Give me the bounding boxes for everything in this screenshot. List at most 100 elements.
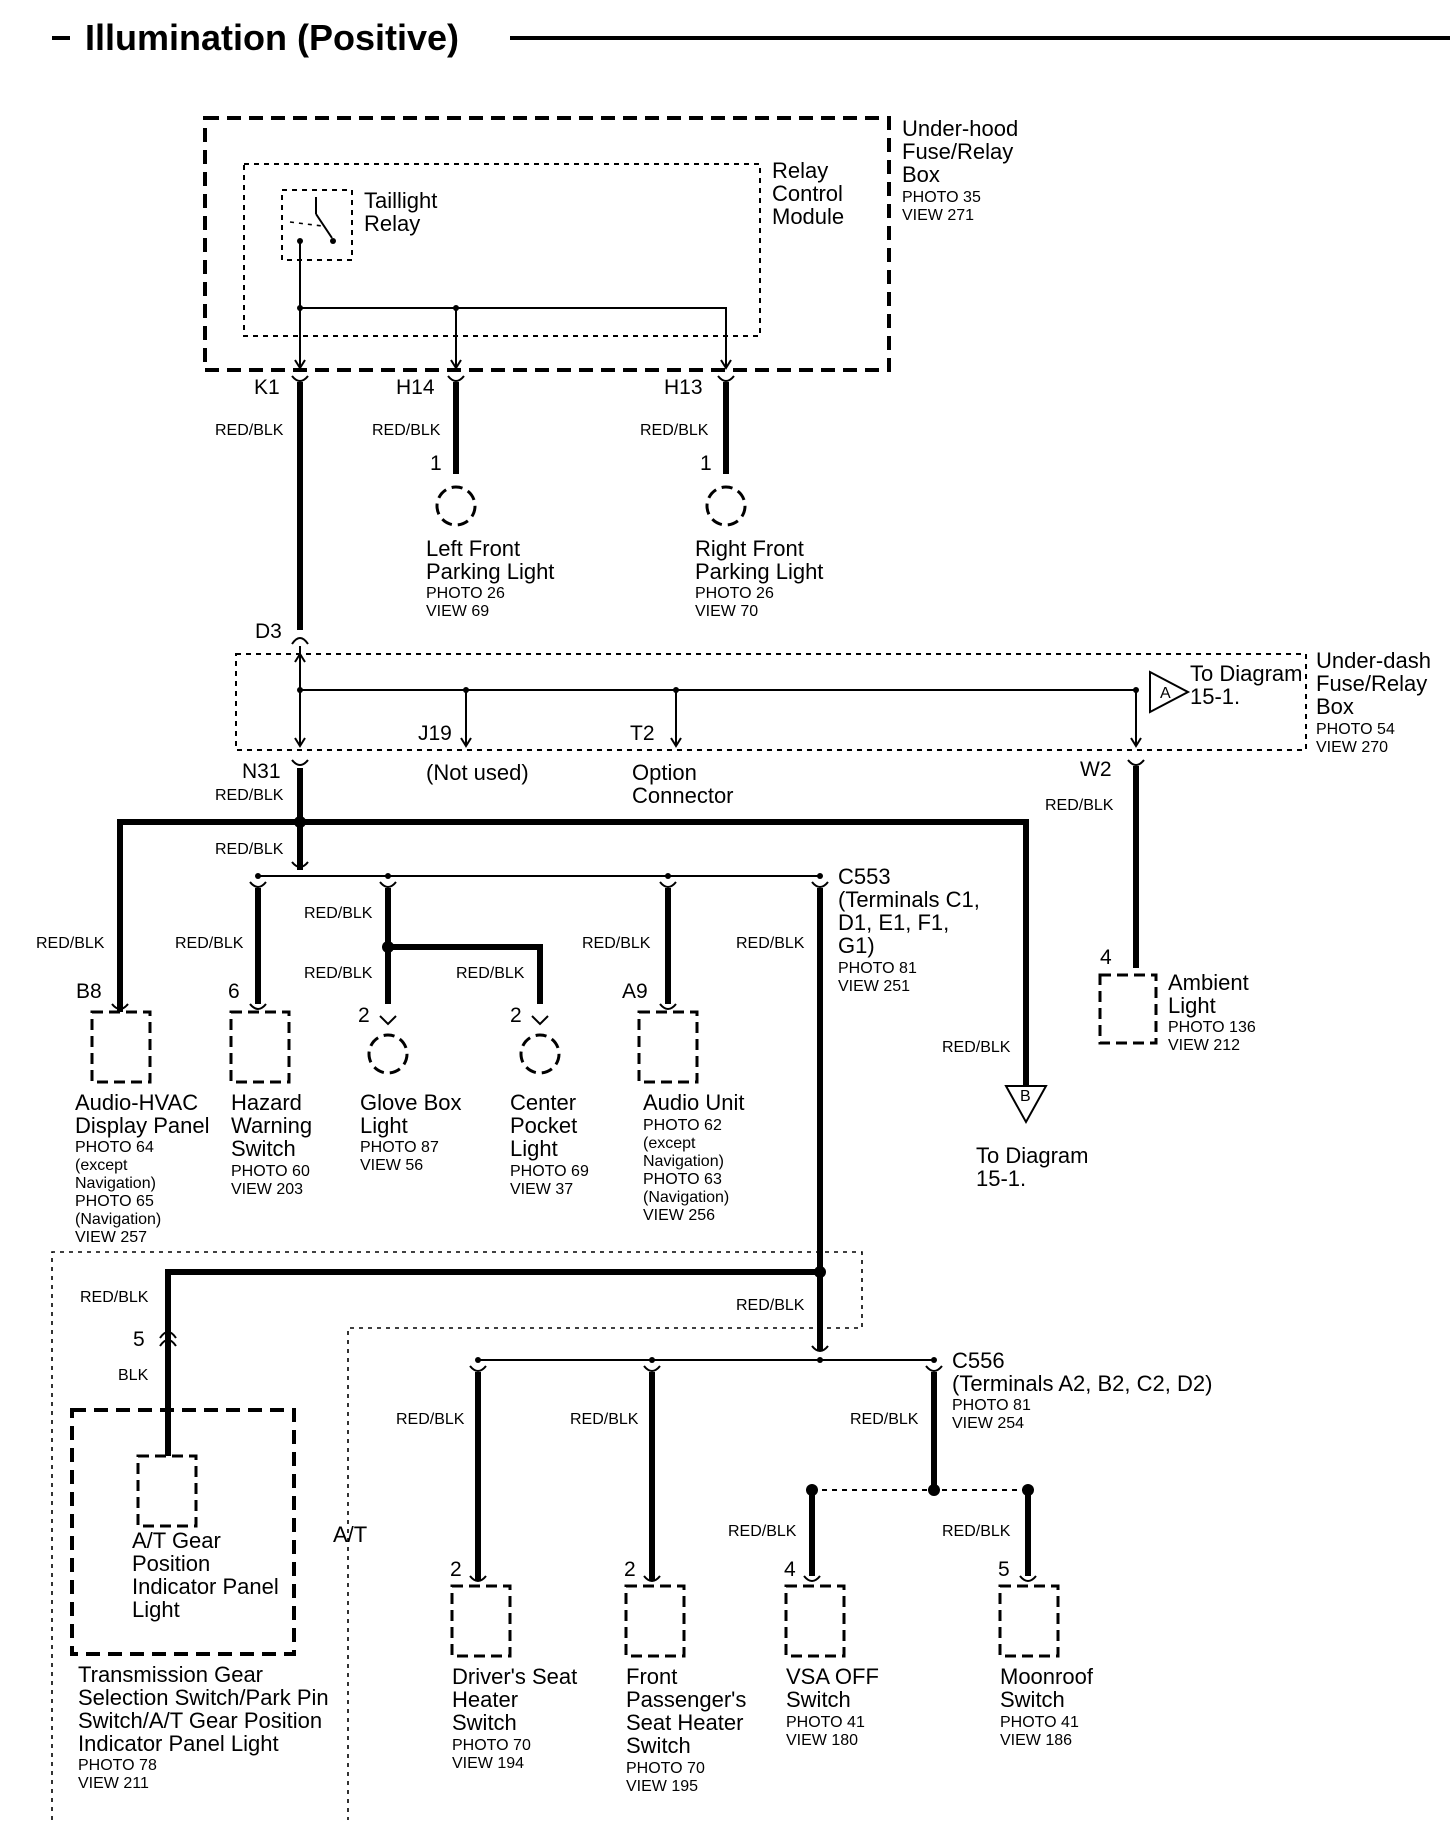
underdash-name-1: Under-dash (1316, 648, 1431, 673)
wire-color-c553-lower: RED/BLK (736, 1297, 805, 1314)
vsa-ref-1: PHOTO 41 (786, 1714, 865, 1731)
wire-color-h13: RED/BLK (640, 422, 709, 439)
relay-module-name-3: Module (772, 204, 844, 229)
driver-heater-ref-1: PHOTO 70 (452, 1737, 531, 1754)
driver-heater-name-2: Heater (452, 1687, 518, 1712)
passenger-heater-ref-1: PHOTO 70 (626, 1760, 705, 1777)
underdash-ref-2: VIEW 270 (1316, 739, 1388, 756)
glove-box-ref-2: VIEW 56 (360, 1157, 423, 1174)
underdash-ref-1: PHOTO 54 (1316, 721, 1395, 738)
wire-color-at-blk: BLK (118, 1367, 149, 1384)
glove-box-light-symbol (367, 1033, 409, 1075)
center-pocket-ref-2: VIEW 37 (510, 1181, 573, 1198)
c553-ref-1: PHOTO 81 (838, 960, 917, 977)
passenger-heater-ref-2: VIEW 195 (626, 1778, 698, 1795)
at-label: A/T (333, 1522, 367, 1547)
hazard-name-2: Warning (231, 1113, 312, 1138)
center-pocket-ref-1: PHOTO 69 (510, 1163, 589, 1180)
audio-hvac-ref-3: Navigation) (75, 1175, 156, 1192)
taillight-relay-name-2: Relay (364, 211, 420, 236)
audio-unit-ref-5: (Navigation) (643, 1189, 729, 1206)
wire-at-branch (165, 1269, 820, 1346)
passenger-heater-name-3: Seat Heater (626, 1710, 743, 1735)
audio-hvac-name-2: Display Panel (75, 1113, 210, 1138)
underhood-name-2: Fuse/Relay (902, 139, 1013, 164)
audio-unit-ref-2: (except (643, 1135, 696, 1152)
page-title: Illumination (Positive) (85, 17, 459, 58)
wire-color-h14: RED/BLK (372, 422, 441, 439)
wire-color-glove-2: RED/BLK (304, 965, 373, 982)
left-front-parking-light-symbol (435, 485, 477, 527)
terminal-t2: T2 (630, 722, 655, 745)
moonroof-ref-2: VIEW 186 (1000, 1732, 1072, 1749)
c553-name-3: D1, E1, F1, (838, 910, 949, 935)
moonroof-name-2: Switch (1000, 1687, 1065, 1712)
terminal-a9: A9 (622, 980, 648, 1003)
hazard-ref-2: VIEW 203 (231, 1181, 303, 1198)
at-gear-light-name-4: Light (132, 1597, 180, 1622)
audio-unit-ref-4: PHOTO 63 (643, 1171, 722, 1188)
vsa-name-1: VSA OFF (786, 1664, 879, 1689)
wire-glove-center (385, 888, 543, 1004)
driver-heater-name-1: Driver's Seat (452, 1664, 577, 1689)
vsa-pin: 4 (784, 1558, 796, 1581)
moonroof-switch-symbol (998, 1584, 1060, 1658)
c553-name-4: G1) (838, 933, 875, 958)
wire-color-c553: RED/BLK (736, 935, 805, 952)
audio-hvac-ref-1: PHOTO 64 (75, 1139, 154, 1156)
right-front-parking-ref-2: VIEW 70 (695, 603, 758, 620)
center-pocket-name-3: Light (510, 1136, 558, 1161)
wire-color-c556: RED/BLK (850, 1411, 919, 1428)
wire-color-passenger-heater: RED/BLK (570, 1411, 639, 1428)
at-gear-light-name-2: Position (132, 1551, 210, 1576)
wire-color-at: RED/BLK (80, 1289, 149, 1306)
trans-gear-name-1: Transmission Gear (78, 1662, 263, 1687)
audio-unit-ref-1: PHOTO 62 (643, 1117, 722, 1134)
right-front-parking-name-1: Right Front (695, 536, 804, 561)
junction-hooks-c553 (249, 881, 829, 888)
audio-hvac-symbol (90, 1010, 152, 1084)
trans-gear-ref-2: VIEW 211 (78, 1775, 149, 1792)
right-front-parking-light-symbol (705, 485, 747, 527)
audio-hvac-ref-2: (except (75, 1157, 128, 1174)
hazard-name-3: Switch (231, 1136, 296, 1161)
driver-heater-ref-2: VIEW 194 (452, 1755, 524, 1772)
audio-hvac-name-1: Audio-HVAC (75, 1090, 198, 1115)
terminal-k1: K1 (254, 376, 280, 399)
not-used-note: (Not used) (426, 760, 529, 785)
audio-unit-ref-6: VIEW 256 (643, 1207, 715, 1224)
wire-main-horizontal (117, 819, 1029, 1090)
ambient-ref-2: VIEW 212 (1168, 1037, 1240, 1054)
left-front-parking-name-2: Parking Light (426, 559, 554, 584)
ambient-name-1: Ambient (1168, 970, 1249, 995)
c556-ref-2: VIEW 254 (952, 1415, 1024, 1432)
wire-color-b8: RED/BLK (36, 935, 105, 952)
center-pocket-name-2: Pocket (510, 1113, 577, 1138)
driver-heater-name-3: Switch (452, 1710, 517, 1735)
audio-hvac-ref-5: (Navigation) (75, 1211, 161, 1228)
terminal-w2: W2 (1080, 758, 1112, 781)
terminal-n31: N31 (242, 760, 281, 783)
c553-name-1: C553 (838, 864, 891, 889)
at-gear-light-symbol (136, 1454, 198, 1528)
underhood-name-1: Under-hood (902, 116, 1018, 141)
taillight-relay (281, 189, 353, 262)
hazard-name-1: Hazard (231, 1090, 302, 1115)
c556-name-1: C556 (952, 1348, 1005, 1373)
trans-gear-ref-1: PHOTO 78 (78, 1757, 157, 1774)
at-option-region (51, 1251, 863, 1820)
wire-color-center: RED/BLK (456, 965, 525, 982)
audio-hvac-ref-4: PHOTO 65 (75, 1193, 154, 1210)
connector-a-symbol (1149, 670, 1191, 714)
hazard-pin: 6 (228, 980, 240, 1003)
wire-color-moonroof: RED/BLK (942, 1523, 1011, 1540)
to-diagram-b-1: To Diagram (976, 1143, 1088, 1168)
underdash-name-2: Fuse/Relay (1316, 671, 1427, 696)
taillight-relay-outline (281, 189, 353, 261)
c556-name-2: (Terminals A2, B2, C2, D2) (952, 1371, 1212, 1396)
trans-gear-pin: 5 (133, 1328, 145, 1351)
to-diagram-b-2: 15-1. (976, 1166, 1026, 1191)
vsa-off-switch-symbol (784, 1584, 846, 1658)
at-gear-light-name-1: A/T Gear (132, 1528, 221, 1553)
